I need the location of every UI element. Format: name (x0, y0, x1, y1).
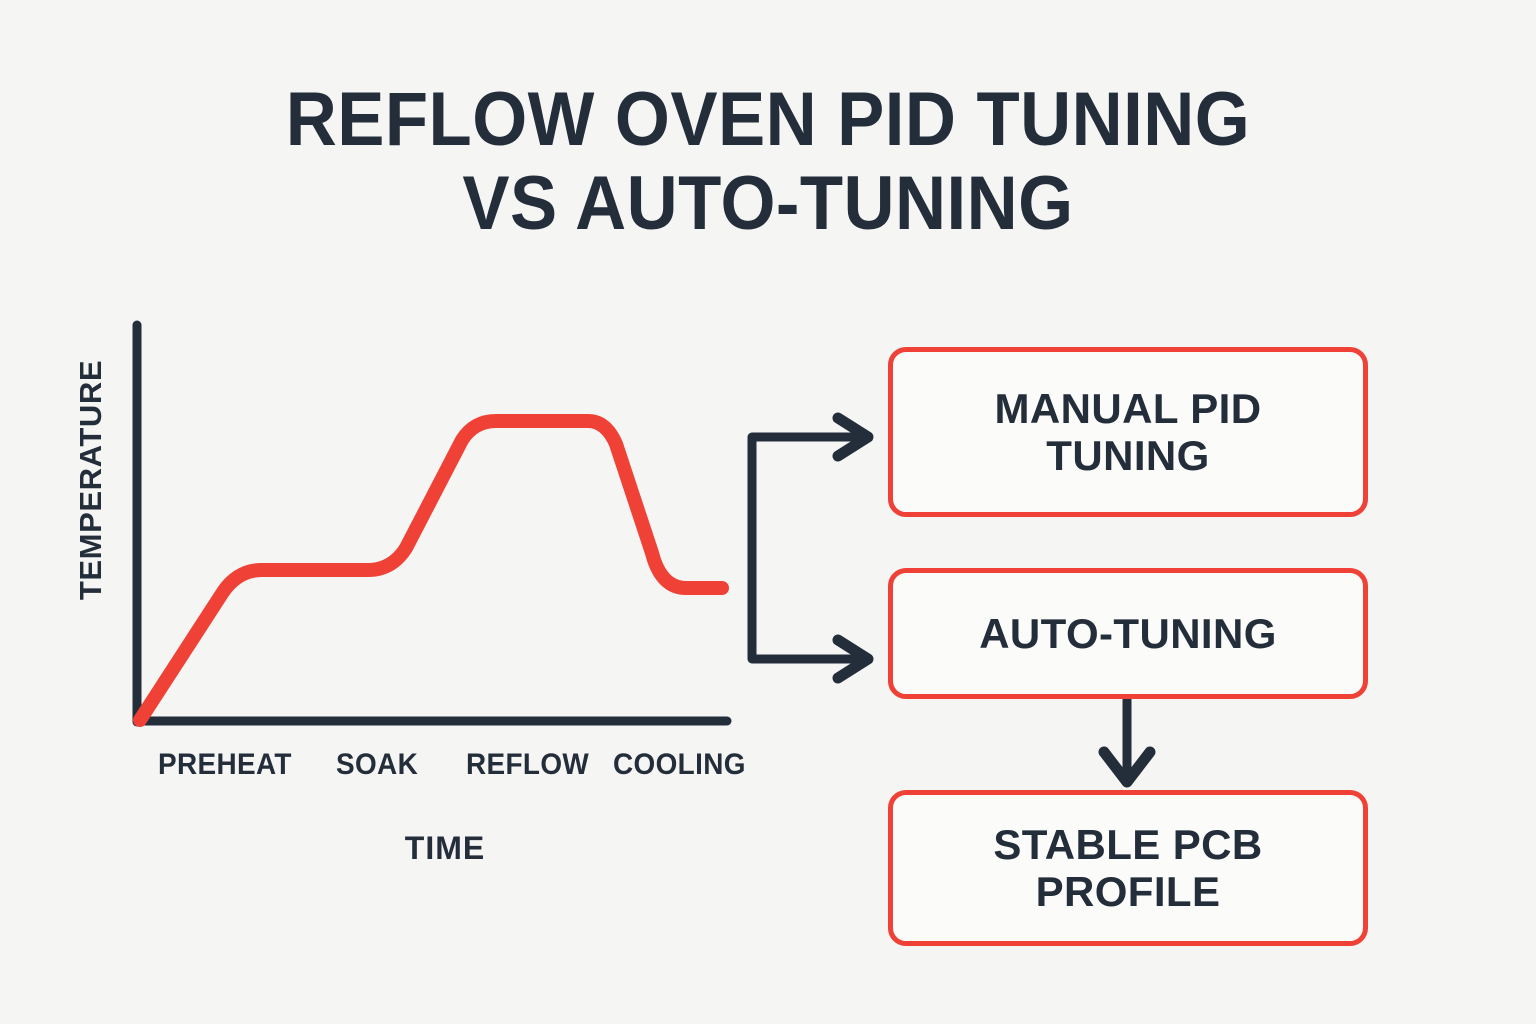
x-tick-preheat: PREHEAT (158, 748, 292, 781)
flow-box-stable-pcb-profile[interactable]: STABLE PCB PROFILE (888, 790, 1368, 946)
title-line-2: VS AUTO-TUNING (462, 161, 1074, 246)
flow-box-manual-pid-tuning-label: MANUAL PID TUNING (994, 384, 1262, 479)
arrowhead-to-manual-icon (832, 412, 874, 462)
title-line-1: REFLOW OVEN PID TUNING (285, 77, 1251, 162)
down-arrow-connector-icon (1098, 695, 1156, 788)
temperature-profile-curve (133, 414, 729, 727)
flow-box-manual-pid-tuning[interactable]: MANUAL PID TUNING (888, 347, 1368, 517)
x-tick-cooling: COOLING (613, 748, 746, 781)
arrowhead-to-auto-icon (832, 634, 874, 684)
x-tick-reflow: REFLOW (466, 748, 590, 781)
x-axis-label: TIME (404, 830, 486, 866)
x-tick-soak: SOAK (336, 748, 419, 781)
y-axis-label: TEMPERATURE (73, 359, 108, 601)
reflow-profile-chart: TEMPERATURE PREHEAT SOAK REFLOW COOLING … (73, 320, 746, 866)
arrowhead-to-stable-icon (1098, 746, 1156, 788)
flow-box-auto-tuning[interactable]: AUTO-TUNING (888, 568, 1368, 699)
page-title: REFLOW OVEN PID TUNING VS AUTO-TUNING (54, 78, 1482, 246)
flow-box-stable-pcb-profile-label: STABLE PCB PROFILE (993, 820, 1263, 915)
chart-plot-area (132, 320, 732, 727)
flow-box-auto-tuning-label: AUTO-TUNING (979, 609, 1277, 657)
